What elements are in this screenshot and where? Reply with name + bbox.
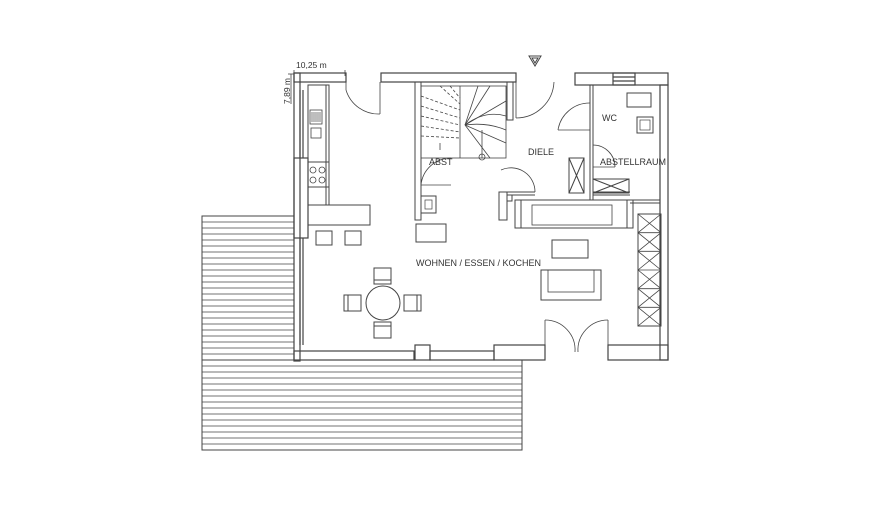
kitchen-counter <box>307 84 371 246</box>
exterior-walls <box>293 72 669 362</box>
room-label-wc: WC <box>602 113 617 123</box>
room-label-abstellraum: ABSTELLRAUM <box>600 157 666 167</box>
room-label-living: WOHNEN / ESSEN / KOCHEN <box>416 258 541 268</box>
entrance-arrow-icon <box>528 55 542 67</box>
dimension-lines <box>288 70 346 104</box>
width-dimension: 10,25 m <box>296 60 327 70</box>
staircase <box>420 85 507 161</box>
terrace-deck <box>201 215 523 451</box>
room-label-abst: ABST <box>429 157 453 167</box>
wc-fixtures <box>568 92 654 194</box>
living-furniture <box>415 195 662 327</box>
doors <box>345 81 616 353</box>
dining-table <box>343 267 422 339</box>
depth-dimension: 7,89 m <box>282 78 292 104</box>
room-label-diele: DIELE <box>528 147 554 157</box>
